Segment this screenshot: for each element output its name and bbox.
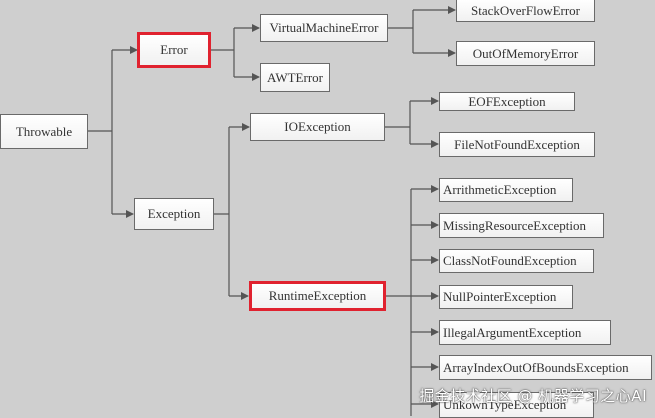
node-null-pointer-exception: NullPointerException xyxy=(439,285,573,309)
node-out-of-memory-error: OutOfMemoryError xyxy=(456,41,595,66)
node-error: Error xyxy=(137,32,211,68)
edge-vme-trunk xyxy=(387,10,414,53)
edge-io-trunk xyxy=(384,101,411,144)
node-virtual-machine-error: VirtualMachineError xyxy=(260,14,388,42)
watermark-text: 掘金技术社区 @ 机器学习之心AI xyxy=(419,387,647,405)
node-array-index-out-of-bounds-exception: ArrayIndexOutOfBoundsException xyxy=(439,355,652,380)
node-io-exception: IOException xyxy=(250,113,385,141)
node-illegal-argument-exception: IllegalArgumentException xyxy=(439,320,611,345)
node-arithmetic-exception: ArrithmeticException xyxy=(439,178,573,202)
node-throwable: Throwable xyxy=(0,114,88,149)
node-unknown-type-exception: UnkownTypeException xyxy=(439,392,594,418)
node-runtime-exception: RuntimeException xyxy=(249,281,386,311)
node-awt-error: AWTError xyxy=(260,63,330,92)
node-stack-overflow-error: StackOverFlowError xyxy=(456,0,595,22)
node-missing-resource-exception: MissingResourceException xyxy=(439,213,604,238)
node-eof-exception: EOFException xyxy=(439,92,575,111)
node-class-not-found-exception: ClassNotFoundException xyxy=(439,249,594,273)
edge-throwable-trunk xyxy=(87,50,113,214)
node-file-not-found-exception: FileNotFoundException xyxy=(439,132,595,157)
node-exception: Exception xyxy=(134,198,214,230)
edge-error-trunk xyxy=(210,28,235,77)
edge-runtime-trunk xyxy=(386,189,412,416)
edge-exception-trunk xyxy=(213,127,230,296)
